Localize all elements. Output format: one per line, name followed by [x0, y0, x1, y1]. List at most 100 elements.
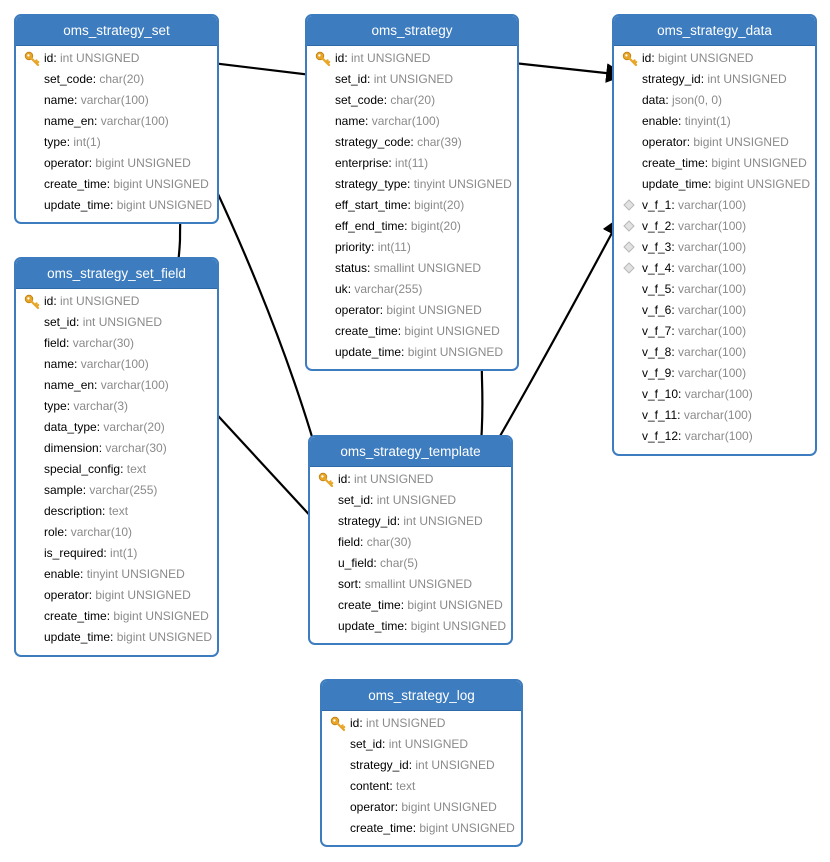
- field-row[interactable]: enable: tinyint(1): [642, 114, 731, 128]
- field-name: set_id: [335, 72, 368, 86]
- field-row[interactable]: operator: bigint UNSIGNED: [44, 156, 191, 170]
- field-name: enterprise: [335, 156, 389, 170]
- field-row[interactable]: special_config: text: [44, 462, 147, 476]
- field-row[interactable]: name: varchar(100): [44, 357, 149, 371]
- field-name: create_time: [642, 156, 705, 170]
- field-type: int(11): [395, 156, 429, 170]
- field-row[interactable]: set_id: int UNSIGNED: [335, 72, 454, 86]
- field-row[interactable]: set_code: char(20): [44, 72, 145, 86]
- field-row[interactable]: name_en: varchar(100): [44, 378, 169, 392]
- field-row[interactable]: id: bigint UNSIGNED: [614, 48, 815, 69]
- field-row[interactable]: name: varchar(100): [44, 93, 149, 107]
- field-row[interactable]: strategy_type: tinyint UNSIGNED: [335, 177, 512, 191]
- field-row[interactable]: strategy_code: char(39): [335, 135, 462, 149]
- field-row[interactable]: v_f_10: varchar(100): [642, 387, 753, 401]
- field-row[interactable]: set_id: int UNSIGNED: [338, 493, 457, 507]
- field-row[interactable]: v_f_11: varchar(100): [642, 408, 752, 422]
- field-row[interactable]: uk: varchar(255): [335, 282, 423, 296]
- field-row[interactable]: set_id: int UNSIGNED: [350, 737, 469, 751]
- field-row[interactable]: operator: bigint UNSIGNED: [335, 303, 482, 317]
- field-type: json(0, 0): [672, 93, 723, 107]
- field-row[interactable]: id: int UNSIGNED: [16, 48, 217, 69]
- table-oms-strategy-set-field[interactable]: oms_strategy_set_field id: int UNSIGNED …: [14, 257, 219, 657]
- field-row[interactable]: v_f_2: varchar(100): [614, 216, 815, 237]
- field-row[interactable]: data_type: varchar(20): [44, 420, 165, 434]
- field-row[interactable]: data: json(0, 0): [642, 93, 723, 107]
- field-row[interactable]: update_time: bigint UNSIGNED: [44, 630, 213, 644]
- field-row[interactable]: update_time: bigint UNSIGNED: [335, 345, 504, 359]
- field-row[interactable]: set_code: char(20): [335, 93, 436, 107]
- field-row[interactable]: v_f_3: varchar(100): [614, 237, 815, 258]
- field-row[interactable]: create_time: bigint UNSIGNED: [350, 821, 515, 835]
- field-row[interactable]: operator: bigint UNSIGNED: [350, 800, 497, 814]
- field-row[interactable]: create_time: bigint UNSIGNED: [335, 324, 500, 338]
- field-row[interactable]: create_time: bigint UNSIGNED: [44, 177, 209, 191]
- field-row[interactable]: update_time: bigint UNSIGNED: [642, 177, 811, 191]
- field-row[interactable]: type: int(1): [44, 135, 101, 149]
- field-row[interactable]: priority: int(11): [335, 240, 411, 254]
- table-oms-strategy-set[interactable]: oms_strategy_set id: int UNSIGNED set_co…: [14, 14, 219, 224]
- field-row[interactable]: update_time: bigint UNSIGNED: [338, 619, 507, 633]
- field-row[interactable]: operator: bigint UNSIGNED: [642, 135, 789, 149]
- key-icon: [24, 291, 42, 312]
- field-name: u_field: [338, 556, 374, 570]
- field-row[interactable]: role: varchar(10): [44, 525, 133, 539]
- table-title: oms_strategy_log: [322, 681, 521, 711]
- field-type: varchar(100): [684, 387, 753, 401]
- field-row[interactable]: set_id: int UNSIGNED: [44, 315, 163, 329]
- field-row[interactable]: v_f_4: varchar(100): [614, 258, 815, 279]
- field-name: name_en: [44, 378, 95, 392]
- key-icon: [318, 469, 336, 490]
- field-row[interactable]: enterprise: int(11): [335, 156, 429, 170]
- field-row[interactable]: name_en: varchar(100): [44, 114, 169, 128]
- field-type: varchar(100): [678, 219, 747, 233]
- field-type: int UNSIGNED: [60, 51, 140, 65]
- field-name: name: [44, 93, 75, 107]
- field-row[interactable]: u_field: char(5): [338, 556, 419, 570]
- field-row[interactable]: sample: varchar(255): [44, 483, 158, 497]
- field-row[interactable]: v_f_8: varchar(100): [642, 345, 747, 359]
- field-row[interactable]: content: text: [350, 779, 416, 793]
- table-oms-strategy-template[interactable]: oms_strategy_template id: int UNSIGNED s…: [308, 435, 513, 645]
- field-row[interactable]: field: char(30): [338, 535, 412, 549]
- field-name: strategy_id: [642, 72, 701, 86]
- field-row[interactable]: type: varchar(3): [44, 399, 129, 413]
- field-row[interactable]: status: smallint UNSIGNED: [335, 261, 482, 275]
- field-row[interactable]: strategy_id: int UNSIGNED: [350, 758, 495, 772]
- field-row[interactable]: create_time: bigint UNSIGNED: [642, 156, 807, 170]
- field-row[interactable]: is_required: int(1): [44, 546, 138, 560]
- table-oms-strategy[interactable]: oms_strategy id: int UNSIGNED set_id: in…: [305, 14, 519, 371]
- field-row[interactable]: description: text: [44, 504, 129, 518]
- field-row[interactable]: enable: tinyint UNSIGNED: [44, 567, 185, 581]
- field-type: char(5): [380, 556, 419, 570]
- field-type: varchar(100): [371, 114, 440, 128]
- field-name: v_f_1: [642, 198, 672, 212]
- field-row[interactable]: v_f_6: varchar(100): [642, 303, 747, 317]
- field-type: bigint UNSIGNED: [116, 630, 213, 644]
- field-row[interactable]: id: int UNSIGNED: [322, 713, 521, 734]
- table-oms-strategy-log[interactable]: oms_strategy_log id: int UNSIGNED set_id…: [320, 679, 523, 847]
- field-row[interactable]: v_f_5: varchar(100): [642, 282, 747, 296]
- field-type: int UNSIGNED: [707, 72, 787, 86]
- field-row[interactable]: name: varchar(100): [335, 114, 440, 128]
- field-row[interactable]: v_f_12: varchar(100): [642, 429, 753, 443]
- field-row[interactable]: v_f_1: varchar(100): [614, 195, 815, 216]
- field-name: update_time: [44, 198, 111, 212]
- field-row[interactable]: v_f_9: varchar(100): [642, 366, 747, 380]
- field-row[interactable]: create_time: bigint UNSIGNED: [44, 609, 209, 623]
- field-row[interactable]: create_time: bigint UNSIGNED: [338, 598, 503, 612]
- field-row[interactable]: field: varchar(30): [44, 336, 135, 350]
- field-row[interactable]: strategy_id: int UNSIGNED: [642, 72, 787, 86]
- field-row[interactable]: strategy_id: int UNSIGNED: [338, 514, 483, 528]
- field-row[interactable]: id: int UNSIGNED: [16, 291, 217, 312]
- field-row[interactable]: dimension: varchar(30): [44, 441, 167, 455]
- field-row[interactable]: operator: bigint UNSIGNED: [44, 588, 191, 602]
- table-oms-strategy-data[interactable]: oms_strategy_data id: bigint UNSIGNED st…: [612, 14, 817, 456]
- field-row[interactable]: eff_end_time: bigint(20): [335, 219, 461, 233]
- field-row[interactable]: v_f_7: varchar(100): [642, 324, 747, 338]
- field-row[interactable]: eff_start_time: bigint(20): [335, 198, 465, 212]
- field-row[interactable]: sort: smallint UNSIGNED: [338, 577, 473, 591]
- field-row[interactable]: update_time: bigint UNSIGNED: [44, 198, 213, 212]
- field-row[interactable]: id: int UNSIGNED: [310, 469, 511, 490]
- field-row[interactable]: id: int UNSIGNED: [307, 48, 517, 69]
